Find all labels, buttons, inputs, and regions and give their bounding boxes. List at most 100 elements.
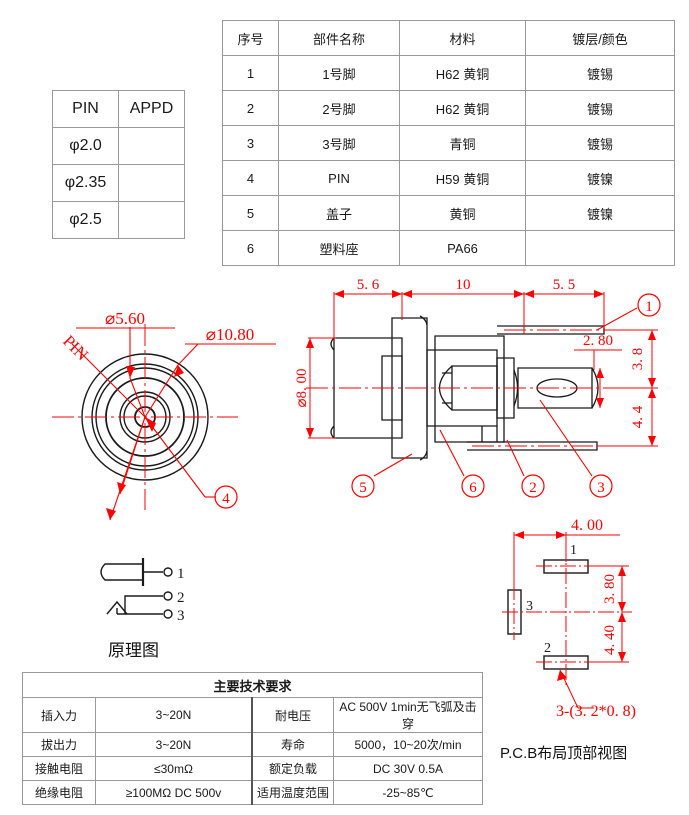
arrow-pin-center: [145, 417, 156, 432]
arrow-d8-bot: [306, 428, 314, 438]
spec-value: ≤30mΩ: [95, 756, 253, 781]
balloon-leaders: [373, 307, 638, 477]
cell-no: 5: [222, 195, 279, 231]
pcb-pad-label-3: 3: [526, 599, 533, 614]
schematic-diagram: 1 2 3: [95, 552, 215, 632]
front-circular-view: 4 ⌀5.60 ⌀10.80 PIN: [20, 282, 300, 532]
table-header-row: 序号 部件名称 材料 镀层/颜色: [222, 20, 675, 56]
arrow-380-b: [618, 602, 626, 612]
pin-value: φ2.0: [52, 127, 119, 165]
spec-value: DC 30V 0.5A: [333, 756, 483, 781]
dim-inner-diameter: ⌀5.60: [105, 309, 145, 328]
cavity-detail: [442, 372, 452, 404]
arrow-44-bot: [648, 436, 656, 446]
cell-name: PIN: [278, 160, 400, 196]
balloon-1-circle: [637, 293, 661, 317]
leader-balloon-alt: [119, 416, 146, 495]
spec-title-row: 主要技术要求: [22, 672, 483, 698]
pcb-hole-note: 3-(3. 2*0. 8): [556, 703, 636, 720]
dim-outer-diameter: ⌀10.80: [206, 325, 255, 344]
spec-requirements-table: 主要技术要求 插入力 3~20N 耐电压 AC 500V 1min无飞弧及击穿 …: [22, 672, 483, 805]
spec-title: 主要技术要求: [22, 672, 483, 698]
cell-name: 2号脚: [278, 90, 400, 126]
arrow-r2: [514, 290, 524, 298]
leader-b1: [596, 307, 638, 331]
balloon-4-circle: [214, 485, 238, 509]
leader-outer-dia-up: [177, 343, 199, 366]
pcb-dim-y-lower: 4. 40: [602, 625, 618, 655]
arrow-400-l: [514, 531, 524, 539]
table-row: φ2.5: [52, 201, 185, 239]
cell-name: 盖子: [278, 195, 400, 231]
cell-material: 黄铜: [399, 195, 526, 231]
arrow-l3: [524, 290, 534, 298]
leader-b5: [373, 453, 413, 477]
arrow-l1: [334, 290, 344, 298]
appd-header: APPD: [118, 90, 185, 128]
cell-material: H59 黄铜: [399, 160, 526, 196]
cell-no: 6: [222, 230, 279, 266]
cell-material: H62 黄铜: [399, 55, 526, 91]
terminal-2: [163, 591, 173, 601]
pcb-dimension-arrows: [514, 531, 626, 681]
pin-header: PIN: [52, 90, 119, 128]
appd-value: [118, 127, 185, 165]
dim-right-upper: 3. 8: [630, 348, 646, 371]
cell-name: 1号脚: [278, 55, 400, 91]
flange-plate: [391, 317, 428, 459]
pin-value: φ2.5: [52, 201, 119, 239]
pcb-dim-y-upper: 3. 80: [602, 574, 618, 604]
appd-value: [118, 164, 185, 202]
cell-plating: 镀镍: [525, 160, 675, 196]
arrow-400-r: [556, 531, 566, 539]
inner-step: [381, 355, 403, 421]
arrow-280-top: [596, 368, 604, 378]
table-row: 绝缘电阻 ≥100MΩ DC 500v 适用温度范围 -25~85℃: [22, 780, 483, 805]
circle-outer-flange: [81, 353, 209, 481]
pcb-pad-label-2: 2: [544, 641, 551, 656]
balloon-6-circle: [461, 474, 485, 498]
pcb-layout-view: 4. 00 3. 80 4. 40 3-(3. 2*0. 8) 1 2 3: [482, 517, 682, 733]
cell-material: PA66: [399, 230, 526, 266]
table-row: 插入力 3~20N 耐电压 AC 500V 1min无飞弧及击穿: [22, 697, 483, 733]
col-header-material: 材料: [399, 20, 526, 56]
table-row: 拔出力 3~20N 寿命 5000，10~20次/min: [22, 732, 483, 757]
arrow-440-t: [618, 612, 626, 622]
arrow-outer-dia: [174, 365, 184, 377]
section-centerlines: [306, 329, 632, 447]
pcb-caption: P.C.B布局顶部视图: [500, 745, 628, 762]
table-row: 2 2号脚 H62 黄铜 镀锡: [222, 90, 675, 126]
spec-value: AC 500V 1min无飞弧及击穿: [333, 697, 483, 733]
appd-value: [118, 201, 185, 239]
schematic-caption: 原理图: [108, 641, 159, 660]
balloon-5-circle: [351, 474, 375, 498]
cell-plating: 镀镍: [525, 195, 675, 231]
wire-2: [124, 595, 163, 614]
pin-appd-table: PIN APPD φ2.0 φ2.35 φ2.5: [52, 90, 185, 239]
outer-barrel: [333, 337, 403, 439]
balloon-5-label: 5: [359, 480, 367, 496]
leader-b3: [539, 399, 593, 477]
arrow-280-bot: [596, 398, 604, 408]
dim-right-lower: 4. 4: [630, 405, 646, 428]
arrow-38-bot: [648, 378, 656, 388]
spec-key: 绝缘电阻: [22, 780, 96, 805]
table-row: 1 1号脚 H62 黄铜 镀锡: [222, 55, 675, 91]
table-row: 4 PIN H59 黄铜 镀镍: [222, 160, 675, 196]
arrow-38-top: [648, 330, 656, 340]
pin-value: φ2.35: [52, 164, 119, 202]
spec-key: 额定负载: [251, 756, 334, 781]
table-row: 5 盖子 黄铜 镀镍: [222, 195, 675, 231]
spec-value: 3~20N: [95, 732, 253, 757]
leader-inner-dia: [129, 377, 146, 418]
arrow-pin-lower: [106, 508, 116, 520]
cell-plating: 镀锡: [525, 125, 675, 161]
col-header-plating: 镀层/颜色: [525, 20, 675, 56]
spec-key: 插入力: [22, 697, 96, 733]
cell-name: 3号脚: [278, 125, 400, 161]
balloon-group: 1 2 3 5 6: [351, 293, 661, 498]
col-header-name: 部件名称: [278, 20, 400, 56]
arrow-inner-dia: [126, 366, 135, 378]
cell-no: 1: [222, 55, 279, 91]
spec-key: 适用温度范围: [251, 780, 334, 805]
